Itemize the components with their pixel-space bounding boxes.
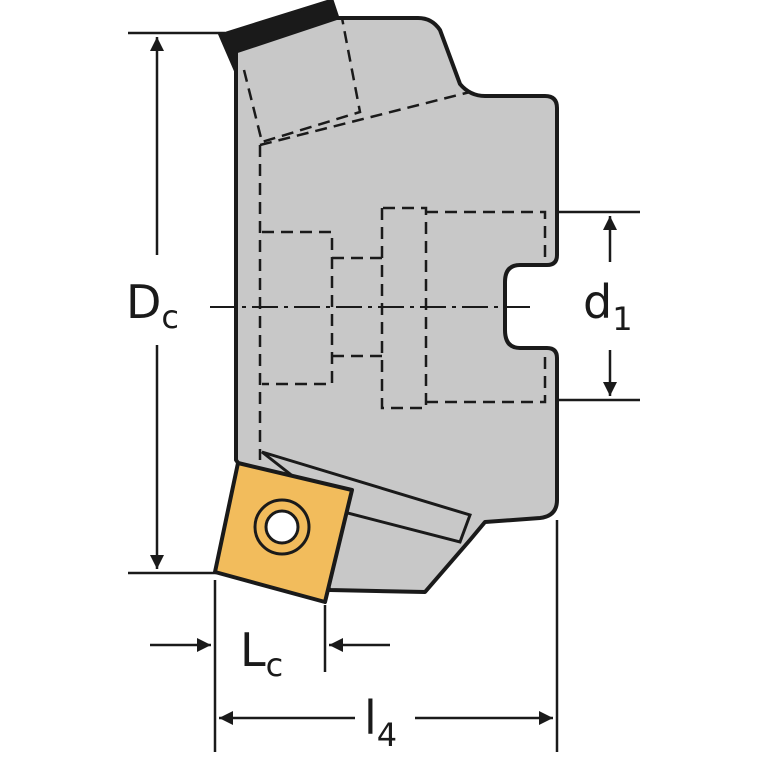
top-insert (217, 0, 340, 73)
label-lc: Lc (240, 623, 283, 684)
cutter-body (234, 16, 559, 594)
label-l4: l4 (364, 691, 397, 754)
extension-lines (128, 31, 640, 752)
label-d1: d1 (583, 275, 633, 338)
label-dc: Dc (126, 275, 179, 336)
dimension-lines (150, 37, 617, 725)
hidden-lines (242, 17, 547, 460)
cutting-insert (213, 450, 472, 604)
